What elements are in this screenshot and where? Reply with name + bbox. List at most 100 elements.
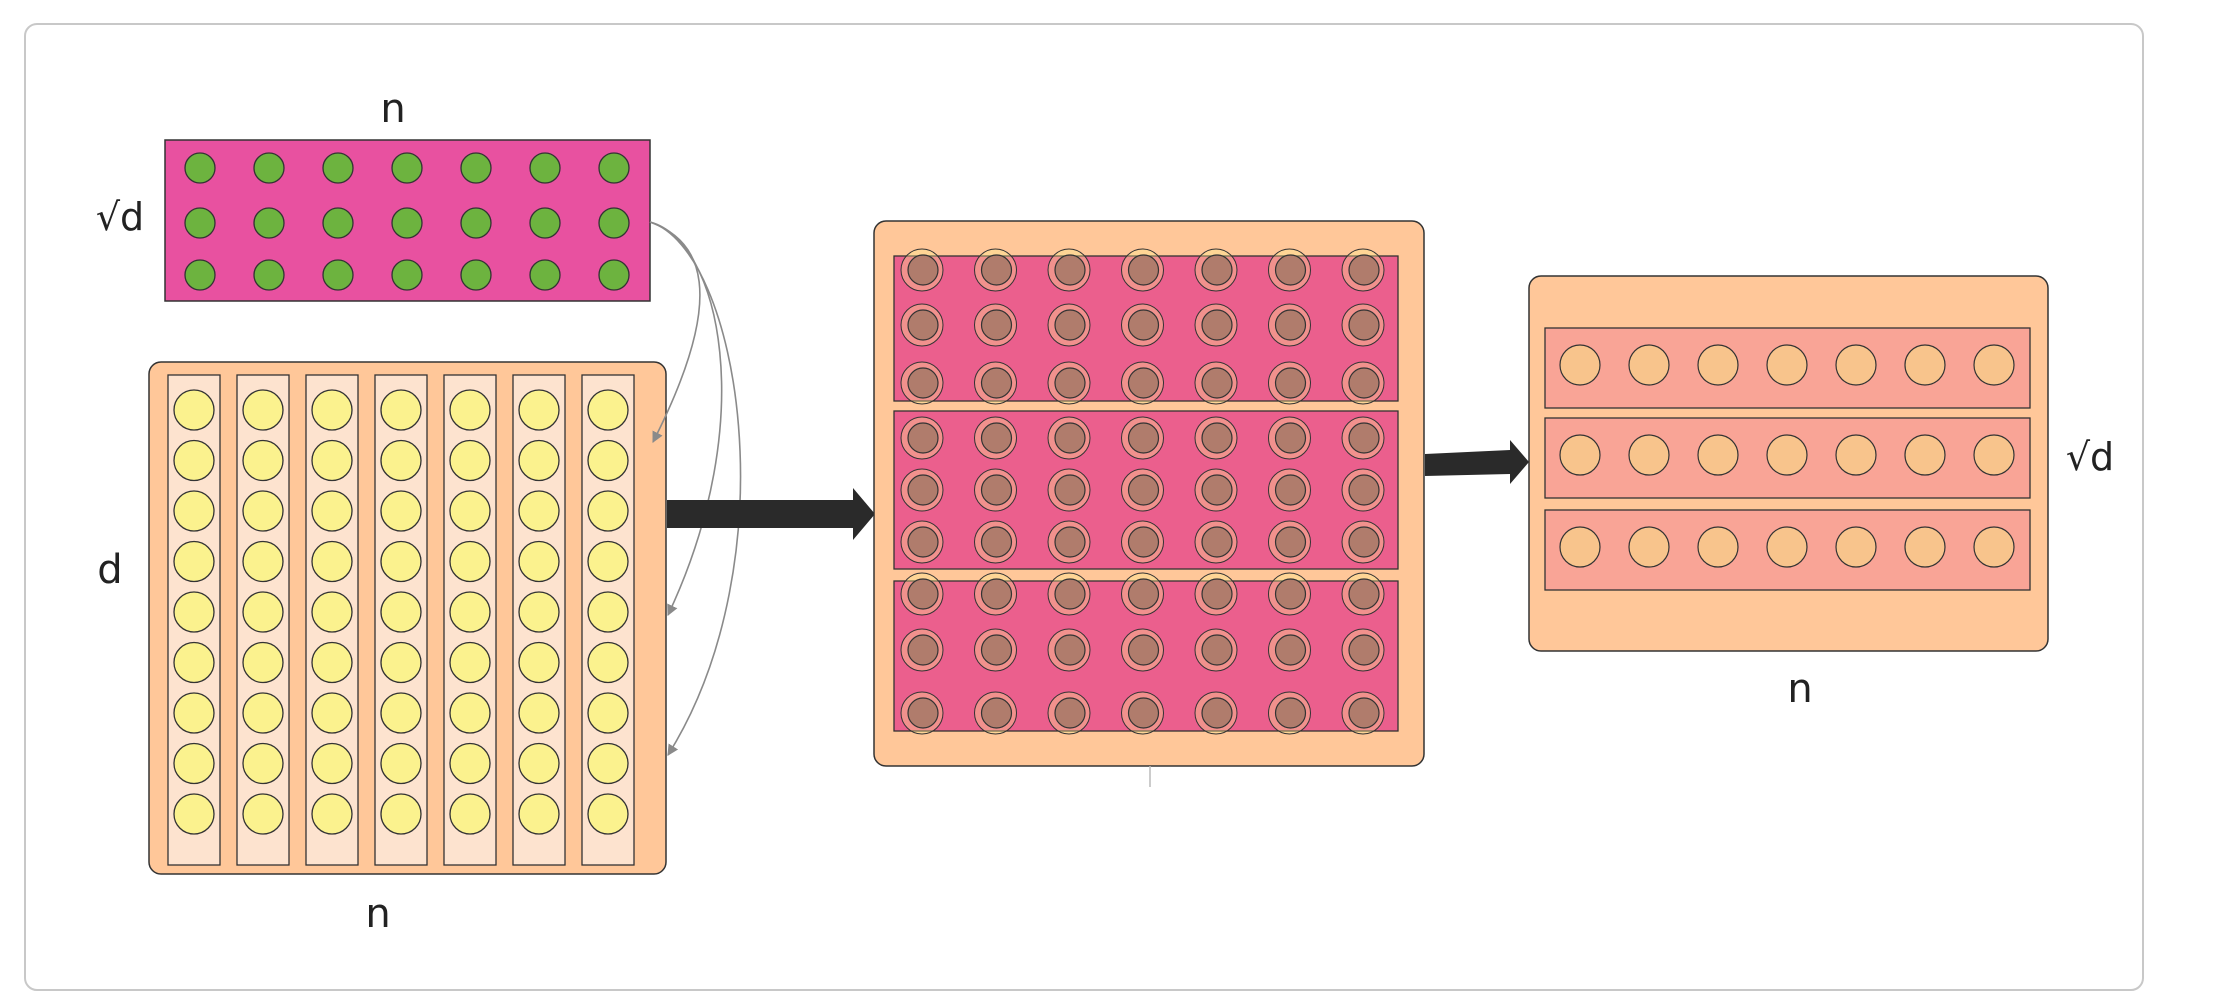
product-dot — [1201, 526, 1233, 558]
product-dot — [907, 526, 939, 558]
query-dot — [311, 540, 353, 583]
query-dot — [242, 641, 284, 684]
connector-curve — [649, 221, 723, 617]
product-dot — [1201, 634, 1233, 666]
output-dot — [1835, 344, 1877, 386]
product-dot — [1201, 309, 1233, 341]
product-dot — [1054, 526, 1086, 558]
connector-curves — [649, 221, 742, 756]
query-bottom-label: n — [365, 891, 390, 937]
query-dot — [173, 389, 215, 431]
query-dot — [380, 389, 422, 431]
product-dot — [1127, 578, 1160, 610]
product-dot — [1201, 474, 1233, 506]
key-dot — [598, 152, 630, 184]
connector-curve — [649, 221, 742, 756]
key-dot — [529, 259, 561, 291]
product-dot — [1274, 526, 1307, 558]
product-dot — [1127, 697, 1160, 729]
query-dot — [518, 692, 560, 734]
key-dot — [460, 259, 492, 291]
query-dot — [380, 742, 422, 785]
query-dot — [173, 641, 215, 684]
query-dot — [311, 439, 353, 482]
output-dot — [1835, 434, 1877, 476]
product-matrix — [873, 220, 1425, 767]
product-dot — [1127, 422, 1160, 454]
output-dot — [1697, 434, 1739, 476]
query-dot — [587, 793, 629, 835]
key-dots — [184, 152, 630, 291]
query-dot — [518, 742, 560, 785]
query-dot — [173, 490, 215, 532]
query-dot — [449, 439, 491, 482]
output-dot — [1973, 344, 2015, 386]
product-dot — [907, 634, 939, 666]
output-dot — [1559, 526, 1601, 568]
query-dot — [380, 540, 422, 583]
query-dot — [518, 641, 560, 684]
query-dot — [242, 389, 284, 431]
product-dot — [1054, 367, 1086, 399]
product-dot — [1348, 474, 1380, 506]
product-bands — [893, 248, 1399, 735]
key-dot — [253, 207, 285, 239]
output-dot — [1697, 344, 1739, 386]
query-dot — [587, 490, 629, 532]
query-dot — [449, 793, 491, 835]
query-dot — [311, 692, 353, 734]
query-dot — [380, 591, 422, 633]
key-dot — [253, 152, 285, 184]
query-dot — [587, 641, 629, 684]
query-dot — [242, 793, 284, 835]
product-dot — [1054, 422, 1086, 454]
product-dot — [1201, 578, 1233, 610]
query-dot — [173, 591, 215, 633]
product-dot — [1274, 367, 1307, 399]
query-left-label: d — [97, 547, 122, 593]
product-dot — [1274, 697, 1307, 729]
key-dot — [598, 259, 630, 291]
query-dot — [518, 793, 560, 835]
query-matrix — [148, 361, 667, 875]
product-dot — [1348, 254, 1380, 286]
output-dot — [1766, 344, 1808, 386]
flow-arrow — [667, 488, 875, 540]
product-dot — [1348, 697, 1380, 729]
key-dot — [529, 207, 561, 239]
query-dot — [242, 591, 284, 633]
product-dot — [1054, 578, 1086, 610]
key-dot — [322, 259, 354, 291]
product-dot — [1274, 578, 1307, 610]
query-dot — [449, 389, 491, 431]
product-dot — [1348, 634, 1380, 666]
key-dot — [184, 259, 216, 291]
product-dot — [1127, 526, 1160, 558]
key-dot — [391, 152, 423, 184]
key-dot — [253, 259, 285, 291]
query-dot — [380, 490, 422, 532]
output-bands — [1544, 327, 2031, 591]
product-dot — [980, 474, 1013, 506]
key-dot — [322, 207, 354, 239]
output-dot — [1628, 526, 1670, 568]
product-dot — [1348, 578, 1380, 610]
query-dot — [380, 692, 422, 734]
query-dot — [518, 490, 560, 532]
key-dot — [391, 259, 423, 291]
product-dot — [1201, 422, 1233, 454]
query-dot — [173, 742, 215, 785]
product-dot — [907, 254, 939, 286]
product-dot — [907, 474, 939, 506]
key-dot — [184, 152, 216, 184]
product-dot — [1348, 526, 1380, 558]
product-dot — [907, 309, 939, 341]
product-dot — [980, 634, 1013, 666]
query-dot — [311, 793, 353, 835]
output-dot — [1973, 526, 2015, 568]
product-dot — [980, 254, 1013, 286]
product-dot — [1274, 254, 1307, 286]
key-left-label: √d — [96, 195, 144, 239]
product-dot — [1054, 474, 1086, 506]
